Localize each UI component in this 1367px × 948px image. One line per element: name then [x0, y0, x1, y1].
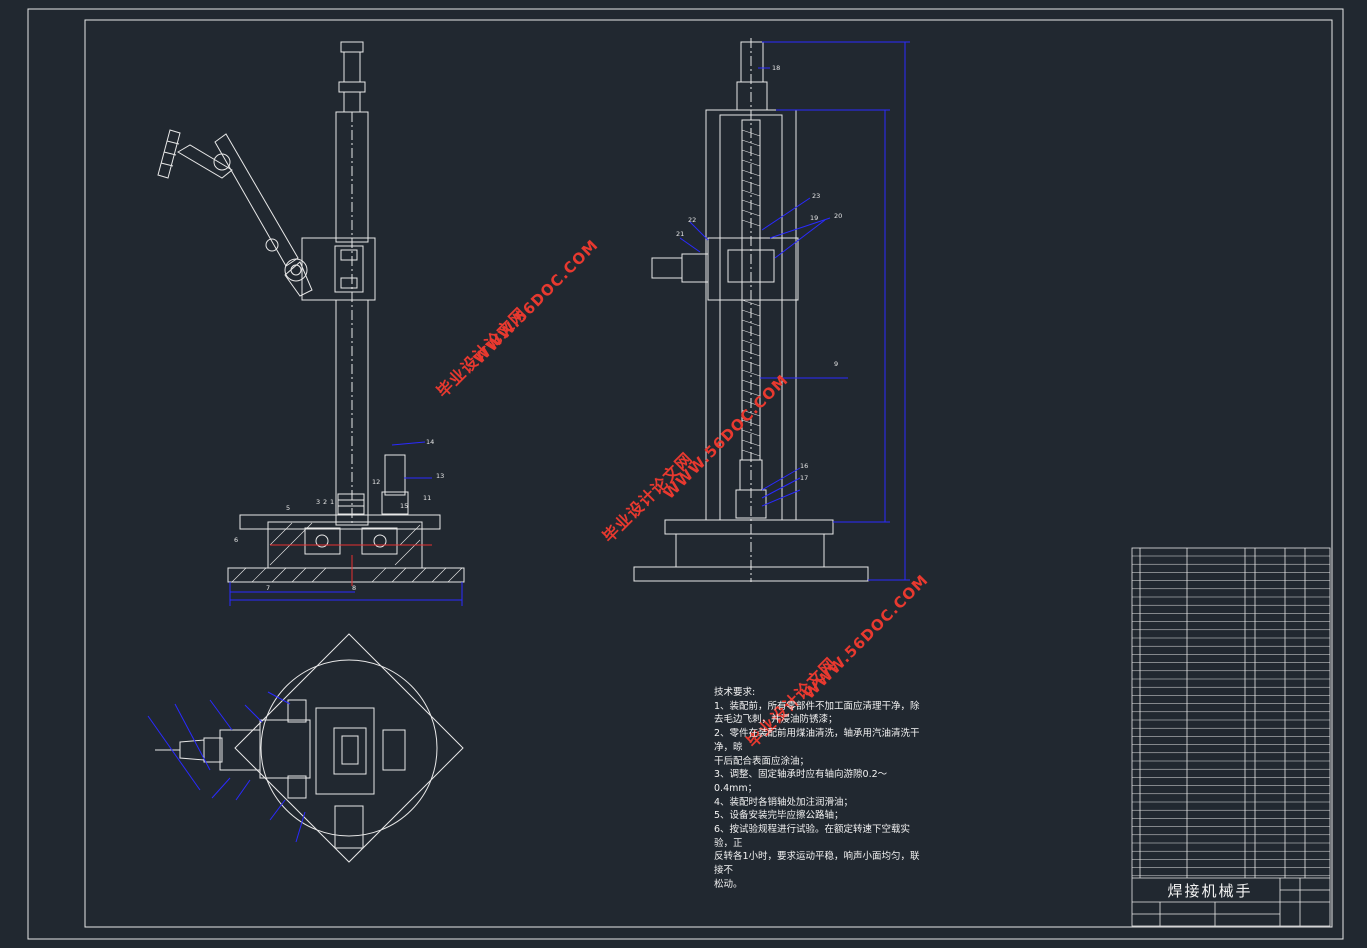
label-14: 14: [426, 438, 434, 446]
tech-line: 反转各1小时，要求运动平稳，响声小面均匀，联接不: [714, 851, 920, 877]
label-22: 22: [688, 216, 696, 224]
tech-heading: 技术要求:: [714, 687, 756, 698]
side-view: [633, 38, 869, 582]
tech-line: 松动。: [714, 878, 743, 890]
label-7: 7: [266, 584, 270, 592]
label-9: 9: [834, 360, 838, 368]
label-3: 3: [316, 498, 320, 506]
dimension-lines: [147, 41, 910, 843]
label-19: 19: [810, 214, 818, 222]
label-11: 11: [423, 494, 431, 502]
label-20: 20: [834, 212, 842, 220]
label-5: 5: [286, 504, 290, 512]
tech-line: 1、装配前，所有零部件不加工面应清理干净，除: [714, 700, 920, 712]
tech-line: 2、零件在装配前用煤油清洗，轴承用汽油清洗干净，晾: [714, 728, 920, 753]
tech-line: 6、按试验规程进行试验。在额定转速下空载实验，正: [714, 824, 911, 849]
label-23: 23: [812, 192, 820, 200]
inner-frame: [84, 19, 1333, 928]
front-view: [157, 41, 465, 583]
label-2: 2: [323, 498, 327, 506]
tech-line: 3、调整、固定轴承时应有轴向游隙0.2～0.4mm；: [714, 769, 888, 794]
label-12: 12: [372, 478, 380, 486]
technical-requirements: 技术要求: 1、装配前，所有零部件不加工面应清理干净，除 去毛边飞刺，并浸油防锈…: [714, 686, 924, 892]
tech-line: 4、装配时各销轴处加注润滑油；: [714, 796, 854, 808]
drawing-title: 焊接机械手: [1167, 882, 1253, 900]
label-13: 13: [436, 472, 444, 480]
title-block: [1131, 547, 1331, 927]
label-17: 17: [800, 474, 808, 482]
top-view: [155, 633, 464, 863]
part-labels: 14 13 12 11 15 5 3 2 1 6 7 8 18 23 19 20…: [234, 64, 842, 592]
tech-line: 去毛边飞刺，并浸油防锈漆；: [714, 714, 838, 726]
label-16: 16: [800, 462, 808, 470]
label-21: 21: [676, 230, 684, 238]
label-18: 18: [772, 64, 780, 72]
outer-frame: [27, 8, 1344, 940]
tech-line: 5、设备安装完毕应擦公路轴；: [714, 810, 844, 822]
label-8: 8: [352, 584, 356, 592]
tech-line: 干后配合表面应涂油；: [714, 755, 810, 767]
label-6: 6: [234, 536, 238, 544]
label-15: 15: [400, 502, 408, 510]
label-1: 1: [330, 498, 334, 506]
